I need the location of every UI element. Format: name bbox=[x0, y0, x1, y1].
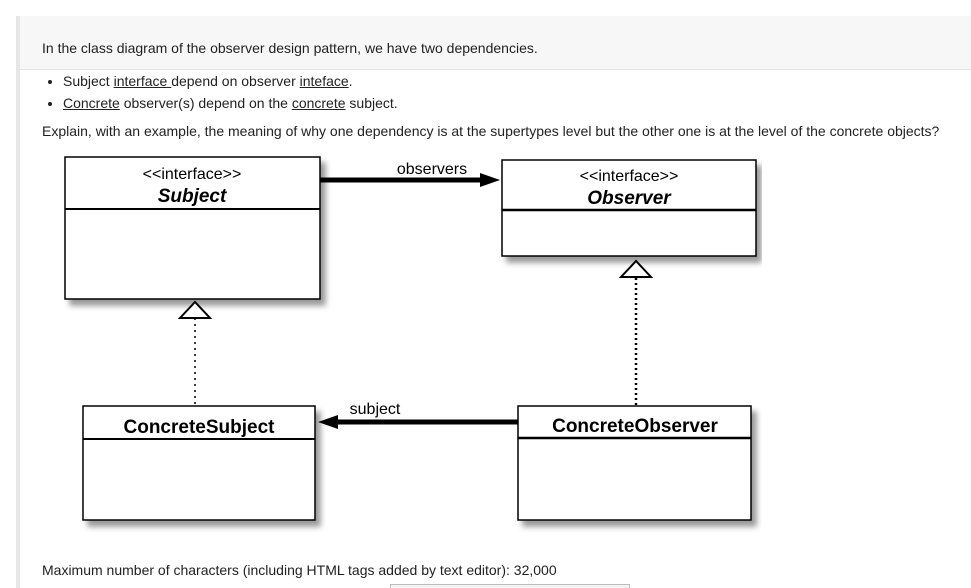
observer-interface-box: <<interface>> Observer bbox=[501, 159, 757, 257]
concrete-observer-box: ConcreteObserver bbox=[517, 405, 752, 521]
subject-realization bbox=[177, 300, 213, 404]
question-intro: In the class diagram of the observer des… bbox=[42, 40, 538, 56]
character-limit-note: Maximum number of characters (including … bbox=[42, 562, 557, 578]
bullet-text: subject. bbox=[345, 95, 398, 111]
subject-name: Subject bbox=[158, 186, 227, 207]
list-item: Concrete observer(s) depend on the concr… bbox=[63, 92, 398, 114]
observer-realization bbox=[618, 259, 654, 405]
bullet-text: observer(s) depend on the bbox=[119, 95, 292, 111]
subject-interface-box: <<interface>> Subject bbox=[64, 156, 321, 300]
list-item: Subject interface depend on observer int… bbox=[63, 70, 398, 92]
underlined-text: interface bbox=[113, 73, 172, 89]
underlined-text: Concrete bbox=[63, 95, 120, 111]
observer-stereotype: <<interface>> bbox=[580, 168, 679, 185]
bullet-text: depend on observer bbox=[171, 73, 296, 89]
observers-association: observers bbox=[320, 161, 500, 187]
concrete-subject-box: ConcreteSubject bbox=[82, 405, 316, 521]
bullet-text: Subject bbox=[63, 73, 110, 89]
bullet-text: . bbox=[348, 73, 353, 89]
left-rule bbox=[16, 16, 20, 588]
concrete-subject-name: ConcreteSubject bbox=[124, 417, 276, 438]
dependency-list: Subject interface depend on observer int… bbox=[42, 70, 398, 114]
question-prompt: Explain, with an example, the meaning of… bbox=[42, 123, 940, 139]
question-header-band bbox=[20, 16, 971, 70]
concrete-observer-name: ConcreteObserver bbox=[552, 416, 718, 437]
editor-toolbar-edge bbox=[390, 584, 630, 588]
observer-name: Observer bbox=[587, 188, 672, 209]
uml-class-diagram: <<interface>> Subject <<interface>> Obse… bbox=[60, 152, 762, 539]
subject-association: subject bbox=[318, 401, 518, 429]
observers-label: observers bbox=[397, 161, 467, 178]
underlined-text: inteface bbox=[299, 73, 349, 89]
underlined-text: concrete bbox=[291, 95, 346, 111]
subject-stereotype: <<interface>> bbox=[143, 166, 242, 183]
subject-label: subject bbox=[350, 401, 401, 418]
